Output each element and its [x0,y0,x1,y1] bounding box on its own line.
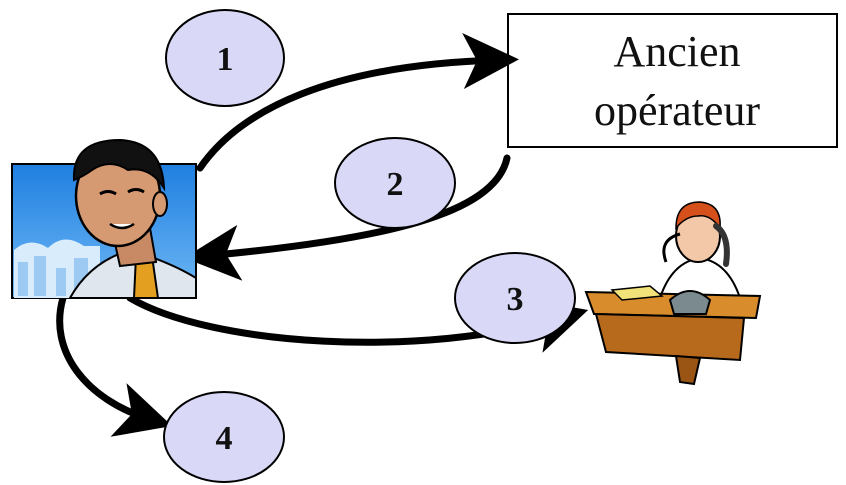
step-4: 4 [163,391,285,483]
step-1: 1 [165,9,285,107]
step-2-label: 2 [387,166,404,203]
step-3: 3 [454,252,576,344]
man-portrait-icon [11,138,197,299]
step-1-label: 1 [217,41,234,78]
operator-box-line2: opérateur [594,86,760,135]
operator-box-line1: Ancien [613,27,740,76]
step-4-circle [163,391,285,483]
step-3-label: 3 [507,281,524,318]
step-1-circle [165,9,285,107]
arrow-4-customer-down [56,294,173,437]
operator-box: Ancien opérateur [507,13,838,148]
step-2: 2 [334,137,456,229]
step-3-circle [454,252,576,344]
step-4-label: 4 [216,420,233,457]
operator-box-frame [507,13,838,148]
step-2-circle [334,137,456,229]
arrow-1-customer-to-operator [196,33,519,172]
person-on-phone-at-desk-icon [584,201,762,386]
